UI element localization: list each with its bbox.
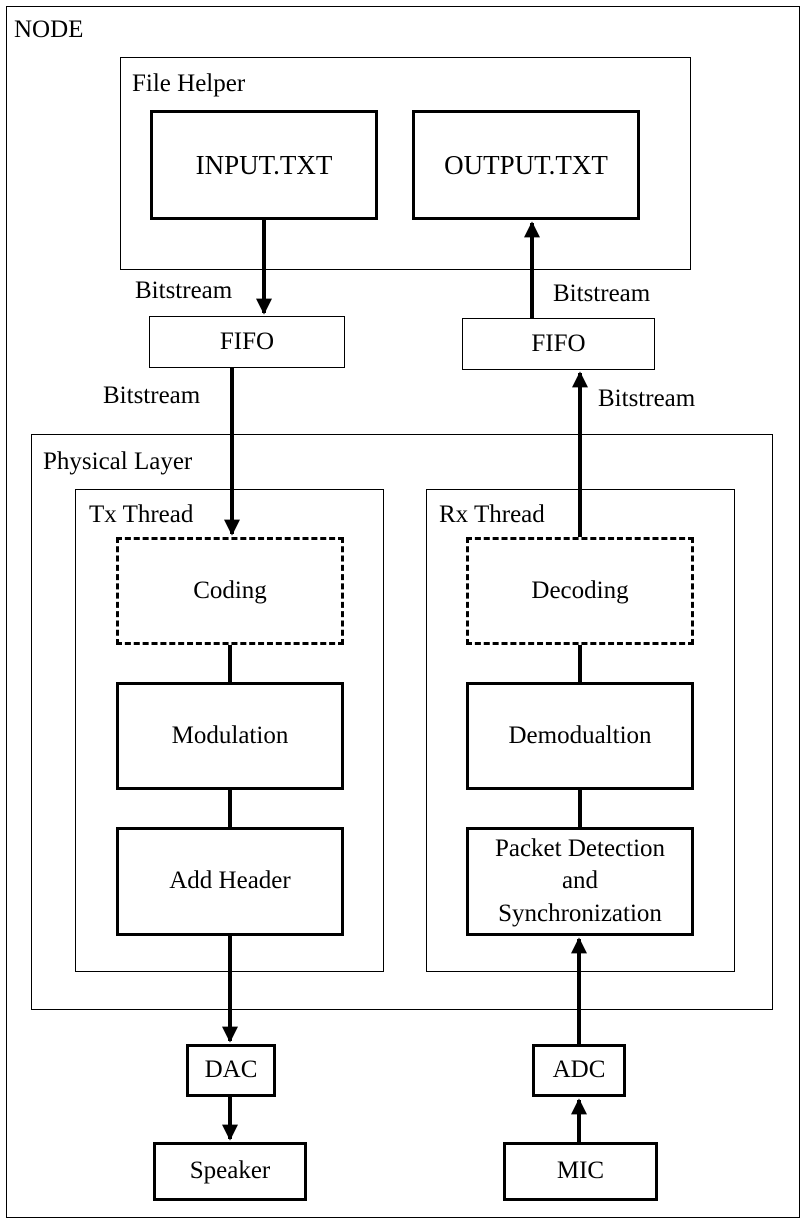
adc-box: ADC	[532, 1044, 626, 1097]
packet-detection-box: Packet Detection and Synchronization	[466, 827, 694, 936]
modulation-box: Modulation	[116, 682, 344, 790]
speaker-label: Speaker	[189, 1157, 271, 1185]
adc-label: ADC	[552, 1056, 606, 1084]
rx-fifo-box: FIFO	[462, 318, 655, 370]
output-file-box: OUTPUT.TXT	[412, 110, 640, 220]
add-header-label: Add Header	[169, 867, 291, 895]
rx-fifo-label: FIFO	[531, 329, 586, 357]
demodulation-box: Demodualtion	[466, 682, 694, 790]
speaker-box: Speaker	[153, 1142, 307, 1201]
rx-bitstream-bottom-label: Bitstream	[598, 385, 696, 412]
add-header-box: Add Header	[116, 827, 344, 936]
tx-bitstream-top-label: Bitstream	[135, 277, 233, 304]
mic-box: MIC	[503, 1142, 658, 1201]
decoding-box: Decoding	[466, 537, 694, 645]
tx-thread-title: Tx Thread	[89, 501, 194, 528]
physical-layer-title: Physical Layer	[43, 448, 193, 475]
input-file-box: INPUT.TXT	[150, 110, 378, 220]
file-helper-title: File Helper	[132, 70, 246, 97]
tx-fifo-box: FIFO	[149, 316, 345, 368]
rx-thread-title: Rx Thread	[439, 501, 545, 528]
output-file-label: OUTPUT.TXT	[444, 149, 608, 180]
modulation-label: Modulation	[171, 721, 289, 749]
dac-label: DAC	[204, 1056, 258, 1084]
demodulation-label: Demodualtion	[508, 721, 652, 749]
dac-box: DAC	[186, 1044, 276, 1097]
input-file-label: INPUT.TXT	[195, 149, 333, 180]
tx-fifo-label: FIFO	[219, 327, 275, 355]
mic-label: MIC	[556, 1157, 605, 1185]
rx-bitstream-top-label: Bitstream	[553, 280, 651, 307]
packet-detection-line-2: and	[561, 867, 599, 895]
node-title: NODE	[14, 16, 84, 43]
decoding-label: Decoding	[531, 576, 629, 604]
coding-label: Coding	[193, 576, 267, 604]
packet-detection-line-3: Synchronization	[498, 899, 662, 927]
packet-detection-line-1: Packet Detection	[494, 834, 666, 862]
coding-box: Coding	[116, 537, 344, 645]
tx-bitstream-bottom-label: Bitstream	[103, 382, 201, 409]
